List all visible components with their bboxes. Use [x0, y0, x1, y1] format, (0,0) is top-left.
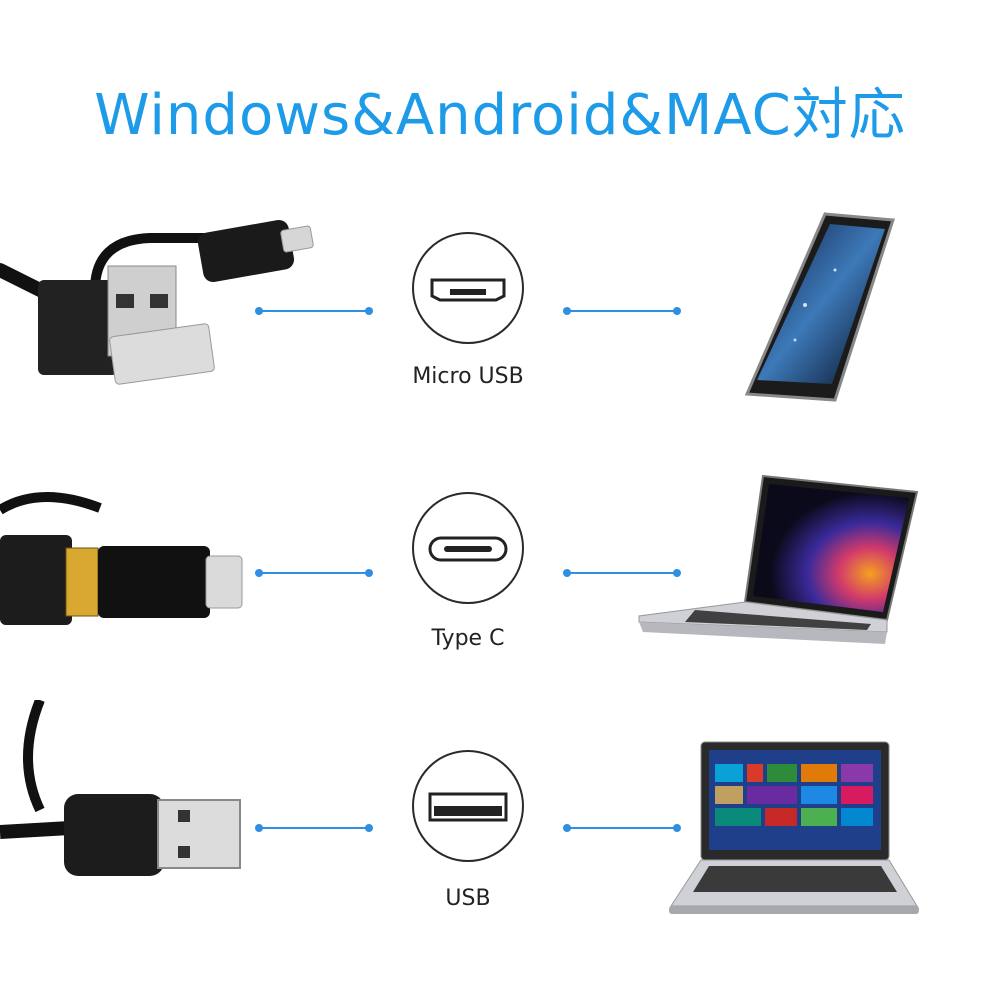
port-label-type-c: Type C [431, 626, 505, 651]
row-type-c: Type C [0, 460, 1000, 700]
connector-line [563, 569, 681, 577]
row-usb: USB [0, 700, 1000, 940]
port-label-usb: USB [445, 886, 491, 911]
micro-usb-cable-image [0, 219, 314, 385]
row-micro-usb: Micro USB [0, 200, 1000, 440]
smartphone-image [744, 212, 896, 402]
headline: Windows&Android&MAC対応 [94, 83, 906, 148]
usb-port-icon [428, 792, 508, 822]
type-c-cable-image [0, 492, 243, 625]
connector-line [255, 569, 373, 577]
usb-cable-image [0, 700, 241, 876]
connector-line [563, 824, 681, 832]
port-label-micro-usb: Micro USB [412, 364, 524, 389]
micro-usb-port-badge [412, 232, 524, 344]
connector-line [255, 307, 373, 315]
micro-usb-port-icon [430, 278, 506, 302]
laptop-tiles-image [669, 741, 919, 914]
connector-line [563, 307, 681, 315]
laptop-dark-image [638, 474, 919, 644]
connector-line [255, 824, 373, 832]
type-c-port-badge [412, 492, 524, 604]
type-c-port-icon [428, 536, 508, 562]
usb-port-badge [412, 750, 524, 862]
